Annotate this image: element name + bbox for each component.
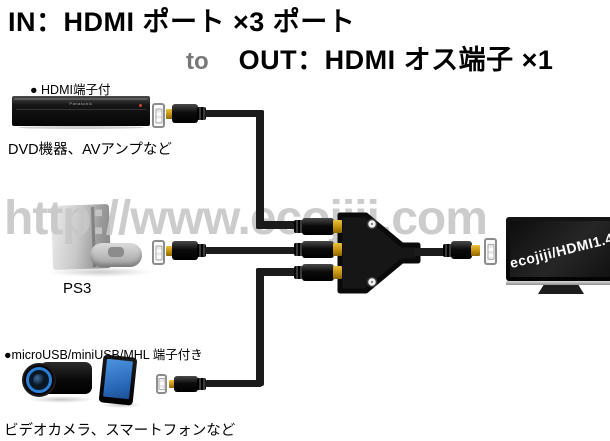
smartphone-shadow bbox=[101, 402, 141, 408]
cable-segment-middle bbox=[210, 247, 298, 254]
plug-body bbox=[302, 264, 334, 281]
adapter-shape bbox=[337, 212, 421, 294]
dvd-shadow bbox=[18, 126, 144, 129]
adapter-input-plug-top bbox=[294, 218, 342, 235]
hdmi-port-icon-output bbox=[484, 238, 497, 265]
ps3-shadow bbox=[48, 267, 153, 277]
plug-gold-tip bbox=[471, 245, 480, 256]
cable-stub bbox=[205, 380, 215, 387]
hdmi-port-slot bbox=[487, 243, 494, 260]
hdmi-port-icon-middle bbox=[152, 240, 165, 265]
cable-segment-top-horizontal bbox=[210, 110, 264, 117]
plug-gold-collar bbox=[333, 266, 342, 279]
hdmi-terminal-label: ● HDMI端子付 bbox=[30, 83, 111, 97]
camcorder-shadow bbox=[28, 396, 94, 403]
cable-stub bbox=[205, 247, 214, 254]
plug-body bbox=[302, 241, 334, 258]
tv-screen-text: ecojiji/HDMI1.4 bbox=[508, 229, 610, 271]
cable-segment-bottom-horizontal bbox=[212, 380, 262, 387]
micro-usb-plug-body bbox=[174, 376, 198, 392]
hdmi-port-icon-top bbox=[152, 103, 165, 128]
diagram-title-line2: to OUT：HDMI オス端子 ×1 bbox=[186, 38, 553, 77]
cable-segment-output bbox=[414, 248, 448, 256]
ps3-caption: PS3 bbox=[63, 280, 92, 297]
dvd-power-led bbox=[139, 104, 142, 107]
hdmi-plug-icon-middle bbox=[166, 241, 214, 260]
diagram-title-line1: IN：HDMI ポート ×3 ポート bbox=[8, 7, 356, 37]
dvd-brand-text: Panasonic bbox=[69, 101, 93, 106]
cable-segment-top-vertical bbox=[256, 110, 264, 229]
ps3-console-image bbox=[40, 203, 165, 283]
hdmi-output-plug-icon bbox=[443, 241, 480, 259]
hdmi-plug-strain-relief bbox=[197, 107, 206, 120]
plug-strain-relief bbox=[294, 243, 303, 256]
three-to-one-adapter bbox=[336, 211, 422, 302]
plug-strain-relief bbox=[294, 220, 303, 233]
tv-bottom-strip bbox=[506, 281, 610, 285]
dvd-tray-seam bbox=[16, 109, 146, 110]
cable-segment-bottom-elbow bbox=[256, 268, 298, 276]
dvd-caption: DVD機器、AVアンプなど bbox=[8, 142, 172, 158]
watermark-url: http://www.ecojiji.com bbox=[4, 192, 488, 245]
micro-usb-plug-icon bbox=[169, 376, 215, 392]
ps3-controller-center bbox=[108, 247, 124, 257]
title-out-text: OUT：HDMI オス端子 ×1 bbox=[238, 45, 554, 75]
plug-strain-relief bbox=[443, 244, 452, 257]
hdmi-plug-icon-top bbox=[166, 104, 214, 123]
cable-segment-bottom-vertical bbox=[256, 268, 264, 386]
adapter-input-plug-middle bbox=[294, 241, 342, 258]
plug-body bbox=[451, 241, 472, 259]
plug-body bbox=[302, 218, 334, 235]
mobile-caption: ビデオカメラ、スマートフォンなど bbox=[4, 423, 236, 439]
hdmi-plug-body bbox=[172, 104, 198, 123]
dvd-body bbox=[12, 96, 150, 126]
hdmi-port-slot bbox=[155, 244, 162, 261]
hdmi-plug-body bbox=[172, 241, 198, 260]
dvd-recorder-image: Panasonic bbox=[12, 96, 150, 130]
tv-image: ecojiji/HDMI1.4 bbox=[506, 217, 610, 297]
micro-usb-strain-relief bbox=[197, 378, 206, 390]
usb-port-slot bbox=[158, 378, 165, 390]
hdmi-port-slot bbox=[155, 107, 162, 124]
tv-stand bbox=[538, 285, 584, 294]
micro-usb-gold-tip bbox=[169, 380, 175, 388]
cable-stub bbox=[205, 110, 214, 117]
dvd-top-highlight bbox=[14, 98, 148, 100]
plug-gold-collar bbox=[333, 243, 342, 256]
title-to-word: to bbox=[186, 48, 209, 75]
hdmi-plug-strain-relief bbox=[197, 244, 206, 257]
hdmi-plug-gold-tip bbox=[166, 109, 173, 119]
plug-strain-relief bbox=[294, 266, 303, 279]
plug-gold-collar bbox=[333, 220, 342, 233]
camcorder-lens-ring bbox=[26, 367, 52, 393]
micro-usb-port-icon bbox=[156, 374, 167, 394]
smartphone-icon bbox=[98, 354, 141, 408]
cable-segment-top-elbow bbox=[256, 221, 298, 229]
smartphone-screen bbox=[103, 358, 133, 400]
camcorder-icon bbox=[22, 358, 98, 404]
adapter-input-plug-bottom bbox=[294, 264, 342, 281]
camcorder-lens-glass bbox=[33, 374, 45, 386]
hdmi-plug-gold-tip bbox=[166, 246, 173, 256]
usb-mhl-terminal-label: ●microUSB/miniUSB/MHL 端子付き bbox=[4, 348, 203, 362]
tv-screen: ecojiji/HDMI1.4 bbox=[508, 221, 610, 277]
